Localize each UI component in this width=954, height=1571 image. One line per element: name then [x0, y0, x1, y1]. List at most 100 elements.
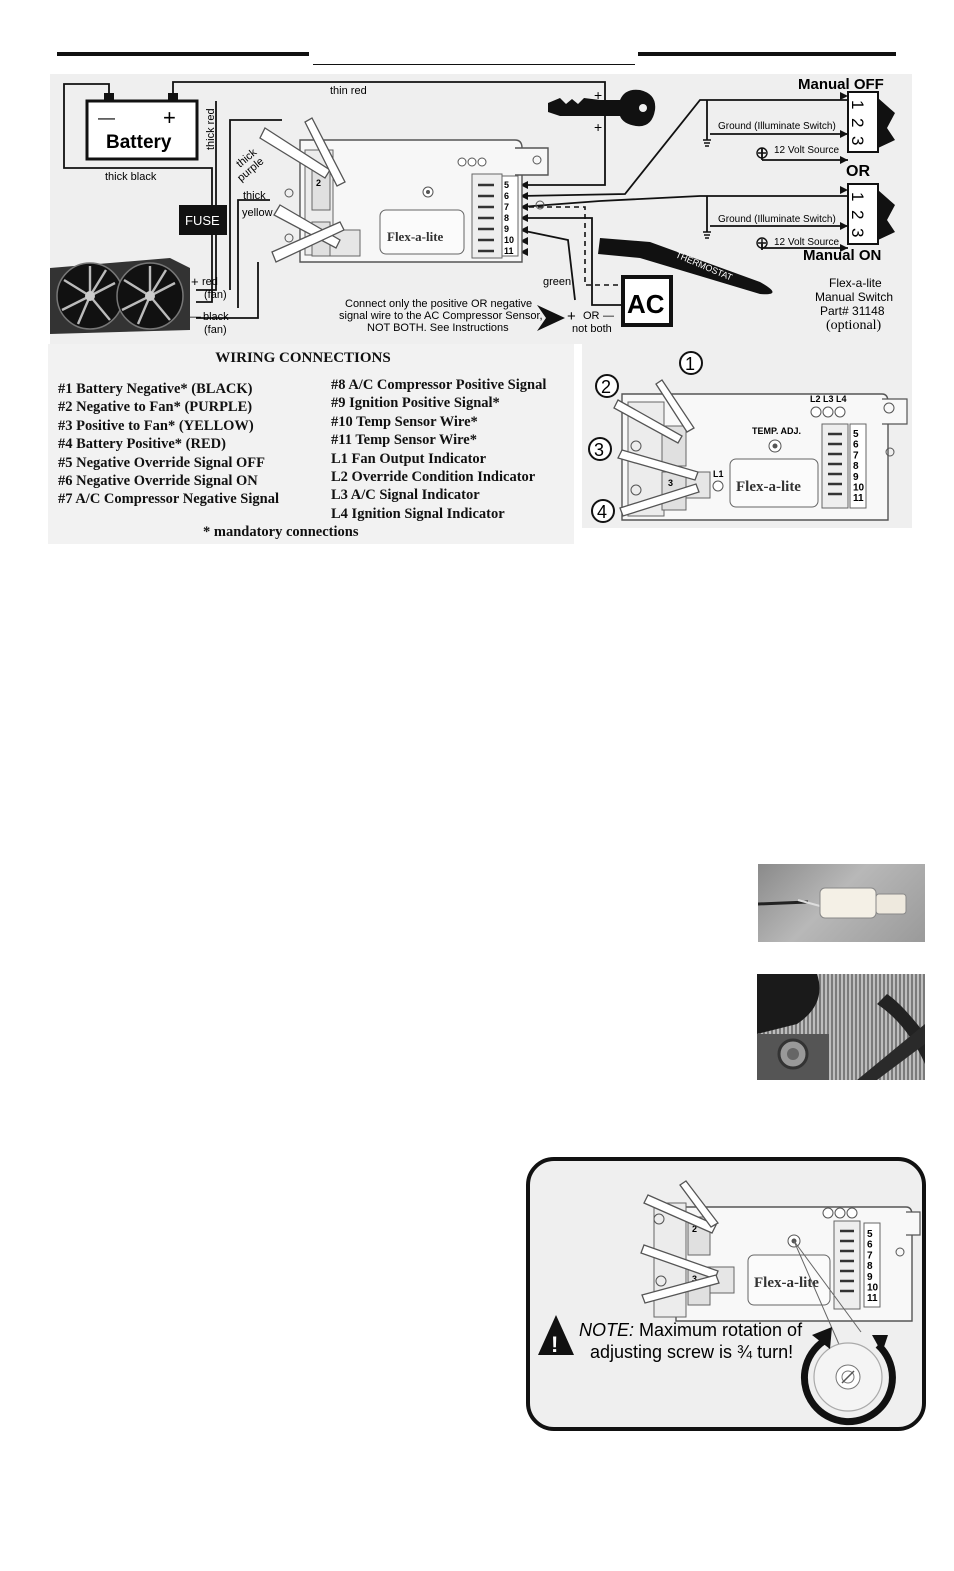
adjust-note-line-1: NOTE: Maximum rotation of — [579, 1320, 803, 1340]
battery-minus: — — [98, 108, 115, 127]
adjust-note-line-2: adjusting screw is ¾ turn! — [590, 1342, 793, 1362]
l1-label: L1 — [713, 469, 724, 479]
callout-3: 3 — [588, 437, 612, 461]
label-thick-black: thick black — [105, 171, 157, 183]
ap-post-3: 3 — [692, 1274, 697, 1284]
callout-1-text: 1 — [685, 354, 695, 374]
closeup-port-5: 5 — [853, 429, 859, 440]
switch-off-pin-3: 3 — [848, 136, 867, 145]
panel-port-5: 5 — [867, 1229, 873, 1240]
switch-optional: (optional) — [826, 318, 882, 333]
fan-black-sign: — — [190, 311, 201, 323]
closeup-port-8: 8 — [853, 461, 859, 472]
fuse — [179, 205, 227, 235]
adjust-note-rest: Maximum rotation of — [634, 1320, 803, 1340]
battery-plus: + — [163, 105, 176, 130]
panel-port-11: 11 — [867, 1293, 878, 1304]
volt-label-2: 12 Volt Source — [774, 237, 839, 248]
legend-footnote: * mandatory connections — [203, 524, 359, 540]
key-plus-1: + — [594, 87, 602, 103]
ac-sensor — [621, 275, 673, 327]
ac-minus: — — [603, 310, 614, 322]
header-rule-left — [57, 52, 309, 56]
legend-right-column: #8 A/C Compressor Positive Signal #9 Ign… — [331, 376, 546, 523]
key-icon — [548, 89, 656, 127]
note-line-1: Connect only the positive OR negative — [345, 298, 532, 310]
label-thick-yellow-1: thick — [243, 190, 266, 202]
adjust-note-word: NOTE: — [579, 1320, 634, 1340]
module-port-11: 11 — [504, 246, 514, 256]
module-port-6: 6 — [504, 191, 509, 201]
twin-fan — [50, 258, 190, 334]
legend-item: #6 Negative Override Signal ON — [58, 472, 258, 489]
fan-black-label: black — [203, 311, 229, 323]
switch-off-pin-1: 1 — [848, 100, 867, 109]
closeup-port-7: 7 — [853, 450, 859, 461]
ground-label-2: Ground (Illuminate Switch) — [718, 214, 836, 225]
callout-2: 2 — [595, 374, 619, 398]
switch-info-1: Flex-a-lite — [829, 276, 882, 290]
manual-off-label: Manual OFF — [798, 76, 884, 93]
legend-item: #5 Negative Override Signal OFF — [58, 454, 265, 471]
manual-on-label: Manual ON — [803, 247, 881, 264]
ac-not-both: not both — [572, 323, 612, 335]
panel-port-8: 8 — [867, 1261, 873, 1272]
switch-on: 1 2 3 — [847, 183, 895, 245]
key-plus-2: + — [594, 119, 602, 135]
ac-label: AC — [627, 289, 665, 319]
legend-title: WIRING CONNECTIONS — [215, 350, 391, 366]
panel-port-6: 6 — [867, 1240, 873, 1251]
screw-rotation-gauge — [800, 1327, 896, 1426]
header-rule-center — [313, 64, 635, 65]
note-line-2: signal wire to the AC Compressor Sensor, — [339, 310, 543, 322]
legend-item: #7 A/C Compressor Negative Signal — [58, 491, 279, 508]
legend-item: #4 Battery Positive* (RED) — [58, 436, 226, 453]
ac-plus: + — [567, 308, 576, 325]
cu-brand: Flex-a-lite — [736, 479, 801, 495]
ground-label-1: Ground (Illuminate Switch) — [718, 121, 836, 132]
fan-red-label: red — [202, 276, 218, 288]
fan-black-sub: (fan) — [204, 324, 227, 336]
legend-item: L4 Ignition Signal Indicator — [331, 505, 505, 522]
module-port-9: 9 — [504, 224, 509, 234]
fan-red-sub: (fan) — [204, 289, 227, 301]
legend-item: L1 Fan Output Indicator — [331, 450, 487, 467]
note-line-3: NOT BOTH. See Instructions — [367, 322, 509, 334]
label-thick-red: thick red — [205, 108, 217, 150]
legend-left-column: #1 Battery Negative* (BLACK) #2 Negative… — [58, 380, 279, 509]
warning-icon: ! — [538, 1315, 574, 1357]
leds-label: L2 L3 L4 — [810, 394, 847, 404]
closeup-port-11: 11 — [853, 493, 864, 504]
label-green: green — [543, 276, 571, 288]
callout-2-text: 2 — [601, 377, 611, 397]
closeup-port-10: 10 — [853, 483, 865, 494]
module-brand: Flex-a-lite — [387, 229, 444, 244]
closeup-port-6: 6 — [853, 440, 859, 451]
wiring-diagram: — + Battery — [50, 74, 912, 344]
wiring-legend: WIRING CONNECTIONS #1 Battery Negative* … — [48, 344, 574, 544]
callout-3-text: 3 — [594, 440, 604, 460]
panel-port-10: 10 — [867, 1283, 879, 1294]
switch-on-pin-3: 3 — [848, 228, 867, 237]
or-label: OR — [846, 163, 870, 180]
fan-red-sign: + — [191, 274, 199, 289]
header-rule-right — [638, 52, 896, 56]
connector-photo — [758, 864, 925, 942]
legend-item: L2 Override Condition Indicator — [331, 468, 536, 485]
ac-or: OR — [583, 310, 600, 322]
legend-item: #11 Temp Sensor Wire* — [331, 432, 477, 449]
volt-label-1: 12 Volt Source — [774, 145, 839, 156]
panel-port-9: 9 — [867, 1272, 873, 1283]
legend-item: #10 Temp Sensor Wire* — [331, 413, 478, 430]
cu-post-3: 3 — [668, 478, 673, 488]
fuse-label: FUSE — [185, 213, 220, 228]
legend-item: #3 Positive to Fan* (YELLOW) — [58, 417, 254, 434]
legend-item: L3 A/C Signal Indicator — [331, 487, 480, 504]
legend-item: #9 Ignition Positive Signal* — [331, 395, 500, 412]
panel-port-7: 7 — [867, 1250, 873, 1261]
temp-adj-label: TEMP. ADJ. — [752, 426, 801, 436]
callout-1: 1 — [679, 351, 703, 375]
ap-post-2: 2 — [692, 1224, 697, 1234]
